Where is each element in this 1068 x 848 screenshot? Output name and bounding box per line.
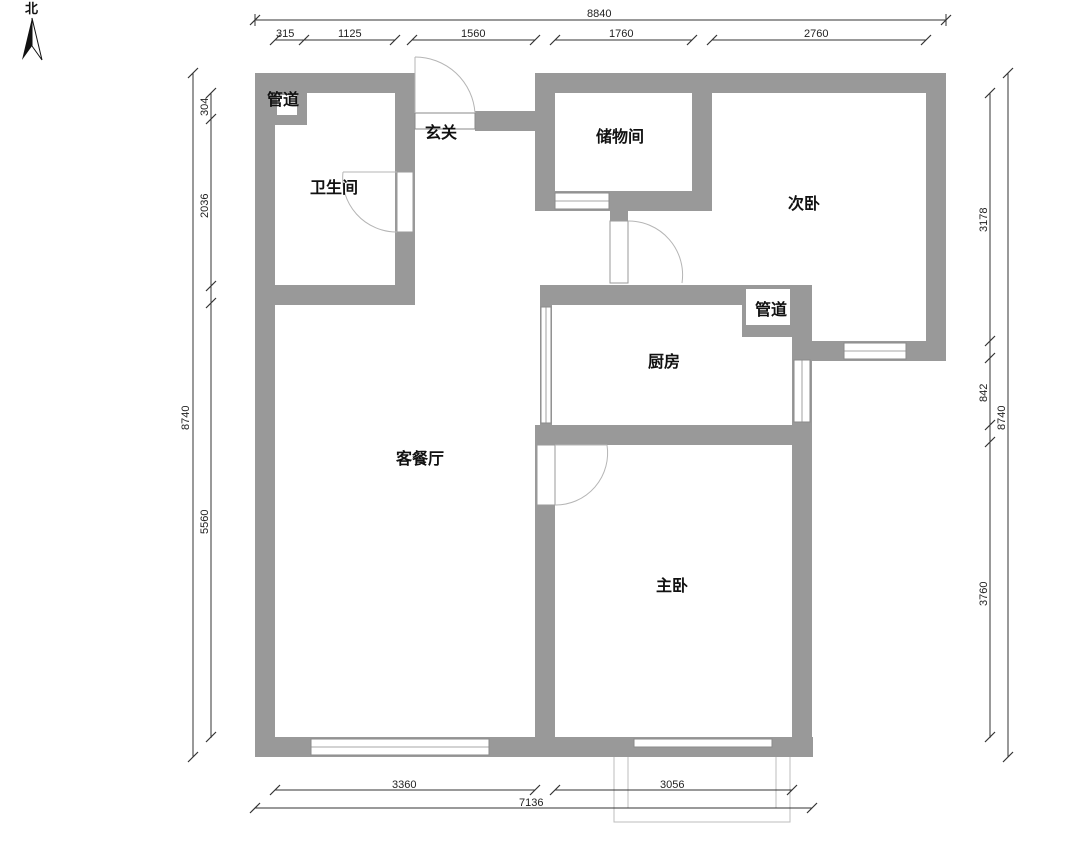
label-kitchen: 厨房 <box>648 352 680 371</box>
dim-bottom-total: 7136 <box>519 797 543 809</box>
label-entrance: 玄关 <box>425 123 457 142</box>
dim-top-segment-5: 2760 <box>804 28 828 40</box>
label-master-bedroom: 主卧 <box>656 576 688 595</box>
window-storage <box>554 192 610 210</box>
dim-bottom-segment-1: 3360 <box>392 779 416 791</box>
window-living-bottom <box>310 738 490 756</box>
label-pipe-top-left: 管道 <box>267 90 299 109</box>
label-storage: 储物间 <box>595 127 644 146</box>
room-labels: 管道 玄关 卫生间 储物间 次卧 管道 厨房 客餐厅 主卧 <box>267 90 820 595</box>
window-master-bottom <box>633 738 773 748</box>
window-kitchen-left <box>540 306 552 424</box>
dim-right-segment-1: 3178 <box>978 208 990 232</box>
dim-bottom-segment-2: 3056 <box>660 779 684 791</box>
doors <box>342 56 684 506</box>
label-bathroom: 卫生间 <box>310 178 358 197</box>
dim-right-segment-2: 842 <box>978 384 990 402</box>
dim-top-segment-2: 1125 <box>338 28 362 40</box>
window-kitchen-right <box>793 359 811 423</box>
dim-top-total: 8840 <box>587 8 611 20</box>
dim-top-segment-4: 1760 <box>609 28 633 40</box>
dim-left-segment-1: 304 <box>199 98 211 116</box>
door-entrance <box>414 56 476 130</box>
label-second-bedroom: 次卧 <box>788 194 820 213</box>
pipe-shaft-kitchen <box>746 289 790 325</box>
dim-right-segment-3: 3760 <box>978 582 990 606</box>
dim-left-segment-3: 5560 <box>199 510 211 534</box>
label-pipe-kitchen: 管道 <box>755 300 787 319</box>
north-compass: 北 <box>22 2 43 61</box>
dim-left-segment-2: 2036 <box>199 194 211 218</box>
walls <box>255 73 946 757</box>
door-bathroom <box>342 171 414 233</box>
north-label: 北 <box>25 2 38 17</box>
door-corridor <box>609 220 684 284</box>
pipe-shaft-top-left <box>277 95 297 115</box>
north-arrow-icon <box>22 17 43 61</box>
window-second-bedroom <box>843 342 907 360</box>
label-living-dining: 客餐厅 <box>396 449 444 468</box>
dim-right-total: 8740 <box>996 406 1008 430</box>
dim-top-segment-1: 315 <box>276 28 294 40</box>
dim-left-total: 8740 <box>180 406 192 430</box>
dim-top-segment-3: 1560 <box>461 28 485 40</box>
dimension-lines: 8840 315 1125 1560 1760 2760 8740 304 20 <box>180 8 1014 814</box>
door-master-bedroom <box>536 444 609 506</box>
